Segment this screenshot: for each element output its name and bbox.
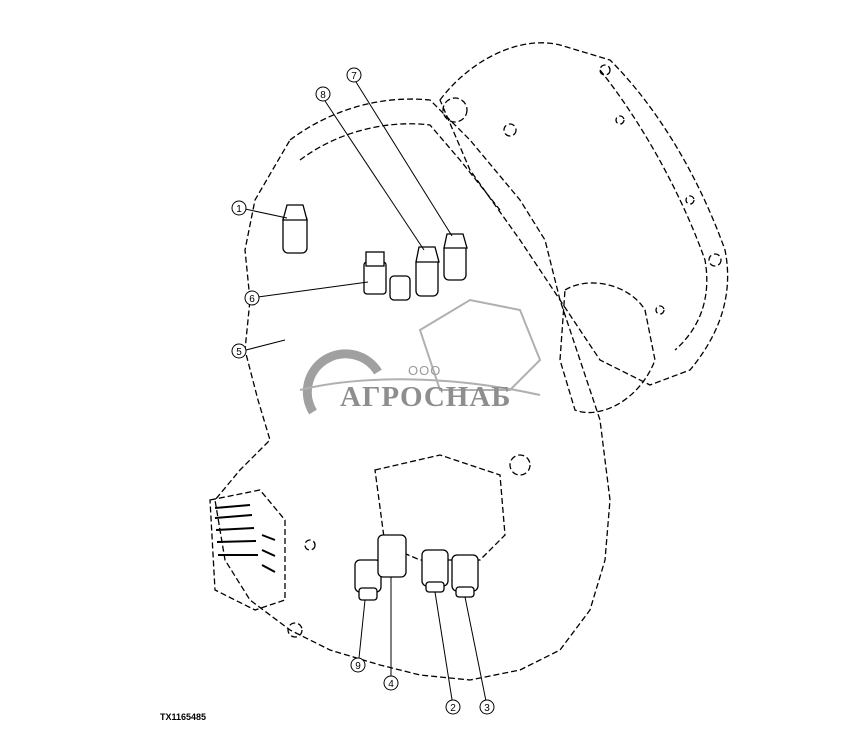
solenoid-valves (282, 204, 479, 601)
callout-4: 4 (383, 675, 399, 691)
watermark-company-name: АГРОСНАБ (340, 381, 512, 413)
decal-block (214, 504, 276, 573)
callout-6-label: 6 (249, 294, 255, 305)
callout-1-label: 1 (236, 204, 242, 215)
callout-9: 9 (350, 657, 366, 673)
callout-2-label: 2 (450, 703, 456, 714)
figure-id: TX1165485 (160, 712, 207, 722)
callout-7: 7 (346, 67, 362, 83)
callout-3-label: 3 (484, 703, 490, 714)
callout-8-label: 8 (320, 90, 326, 101)
leader-lines (244, 81, 488, 707)
callout-5: 5 (231, 343, 247, 359)
callout-4-label: 4 (388, 679, 394, 690)
callout-8: 8 (315, 86, 331, 102)
watermark-company-type: ООО (408, 363, 442, 378)
callout-3: 3 (479, 699, 495, 715)
watermark-harvester (299, 298, 542, 396)
callout-7-label: 7 (351, 71, 357, 82)
callout-6: 6 (244, 290, 260, 306)
callout-1: 1 (231, 200, 247, 216)
housing-outline (209, 42, 729, 681)
callout-5-label: 5 (236, 347, 242, 358)
callout-9-label: 9 (355, 661, 361, 672)
callout-2: 2 (445, 699, 461, 715)
watermark-gear (302, 349, 382, 415)
